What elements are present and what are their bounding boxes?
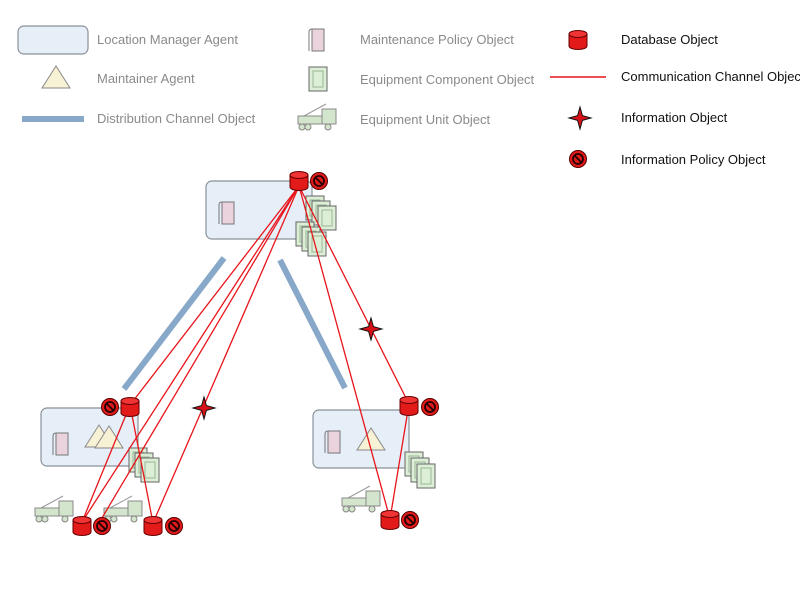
left-information-policy-icon: [100, 397, 120, 417]
legend-database-icon: [568, 30, 588, 50]
legend-agent-box-icon: [17, 25, 89, 55]
left-unit-database-icon: [143, 516, 163, 536]
right-agent-box: [312, 409, 410, 469]
legend-label-maintenance-policy-object: Maintenance Policy Object: [360, 32, 514, 47]
left-unit-information-policy-icon: [164, 516, 184, 536]
legend-label-communication-channel-object: Communication Channel Object: [621, 69, 800, 84]
distribution-channel-left: [121, 256, 227, 391]
legend-equipment-component-icon: [308, 66, 328, 92]
left-database-icon: [120, 397, 140, 417]
information-icon: [359, 317, 383, 341]
top-information-policy-icon: [309, 171, 329, 191]
left-equipment-unit-icon: [34, 495, 74, 523]
legend-information-icon: [568, 106, 592, 130]
right-information-policy-icon: [420, 397, 440, 417]
information-icon: [192, 396, 216, 420]
right-unit-information-policy-icon: [400, 510, 420, 530]
legend-label-location-manager-agent: Location Manager Agent: [97, 32, 238, 47]
left-equipment-unit-icon: [103, 495, 143, 523]
top-component-icon: [317, 205, 337, 231]
legend-maintenance-policy-icon: [308, 28, 325, 52]
top-database-icon: [289, 171, 309, 191]
right-unit-database-icon: [380, 510, 400, 530]
left-unit-database-icon: [72, 516, 92, 536]
legend-equipment-unit-icon: [297, 103, 337, 131]
left-unit-information-policy-icon: [92, 516, 112, 536]
legend-label-information-object: Information Object: [621, 110, 728, 125]
legend-maintainer-triangle-icon: [41, 65, 71, 89]
right-equipment-unit-icon: [341, 485, 381, 513]
legend-label-distribution-channel-object: Distribution Channel Object: [97, 111, 256, 126]
legend-information-policy-icon: [568, 149, 588, 169]
legend-label-equipment-unit-object: Equipment Unit Object: [360, 112, 491, 127]
legend-label-information-policy-object: Information Policy Object: [621, 152, 766, 167]
communication-channels: [81, 185, 410, 524]
legend-label-equipment-component-object: Equipment Component Object: [360, 72, 535, 87]
legend-label-maintainer-agent: Maintainer Agent: [97, 71, 195, 86]
distribution-channel-right: [277, 258, 348, 390]
right-component-icon: [416, 463, 436, 489]
right-database-icon: [399, 396, 419, 416]
legend-label-database-object: Database Object: [621, 32, 718, 47]
